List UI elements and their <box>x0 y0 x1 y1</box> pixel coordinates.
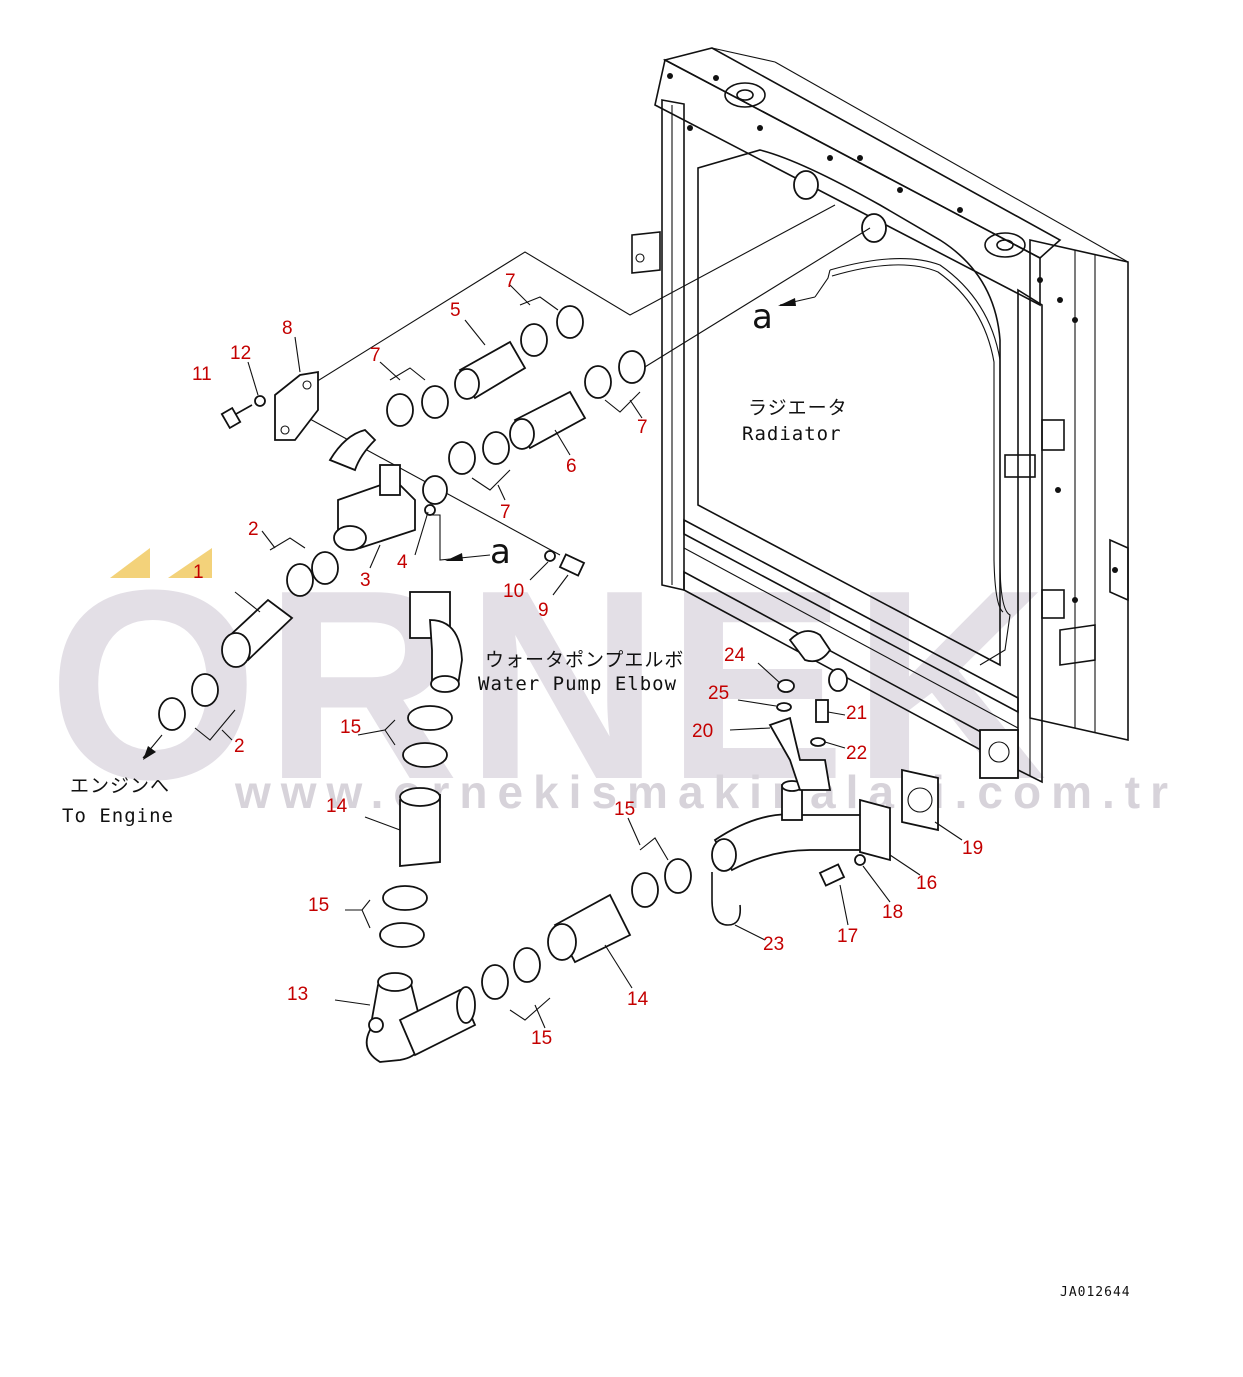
part-label-17: 17 <box>837 926 858 947</box>
part-labels: 1 2 2 3 4 5 6 7 7 7 7 8 9 10 11 12 13 14… <box>192 271 983 1049</box>
upper-hose-assembly <box>158 296 646 741</box>
center-lines <box>142 204 871 760</box>
part-label-4: 4 <box>397 552 408 573</box>
part-label-7-middle: 7 <box>500 502 511 523</box>
part-label-21: 21 <box>846 703 867 724</box>
part-label-5: 5 <box>450 300 461 321</box>
part-label-15-left: 15 <box>308 895 329 916</box>
engine-caption-jp: エンジンへ <box>70 775 170 797</box>
part-label-13: 13 <box>287 984 308 1005</box>
part-label-11: 11 <box>192 364 212 385</box>
part-label-7-top: 7 <box>505 271 516 292</box>
radiator-caption-jp: ラジエータ <box>748 397 848 419</box>
part-label-25: 25 <box>708 683 729 704</box>
view-marker-upper: a <box>752 297 773 337</box>
part-label-1: 1 <box>193 562 204 583</box>
part-label-7-left: 7 <box>370 345 381 366</box>
label-leaders <box>221 284 963 1029</box>
part-label-7-right: 7 <box>637 417 648 438</box>
part-label-9: 9 <box>538 600 549 621</box>
part-label-8: 8 <box>282 318 293 339</box>
view-marker-lower: a <box>490 532 511 572</box>
part-label-2-upper: 2 <box>248 519 259 540</box>
part-label-12: 12 <box>230 343 251 364</box>
radiator-caption-en: Radiator <box>742 423 842 445</box>
radiator-frame <box>631 47 1129 784</box>
part-label-20: 20 <box>692 721 713 742</box>
watermark-accent-right <box>168 548 212 578</box>
part-label-3: 3 <box>360 570 371 591</box>
part-label-19: 19 <box>962 838 983 859</box>
part-label-15-bottom: 15 <box>531 1028 552 1049</box>
part-label-2-lower: 2 <box>234 736 245 757</box>
captions: ラジエータ Radiator ウォータポンプエルボ Water Pump Elb… <box>62 297 1131 1300</box>
drawing-code: JA012644 <box>1060 1285 1131 1300</box>
part-label-15-right: 15 <box>614 799 635 820</box>
part-label-14-upper: 14 <box>326 796 348 817</box>
water-pump-caption-jp: ウォータポンプエルボ <box>485 649 684 671</box>
engine-caption-en: To Engine <box>62 805 174 827</box>
part-label-14-lower: 14 <box>627 989 649 1010</box>
part-label-18: 18 <box>882 902 903 923</box>
watermark-accent-left <box>110 548 150 578</box>
part-label-22: 22 <box>846 743 867 764</box>
part-label-6: 6 <box>566 456 577 477</box>
part-label-16: 16 <box>916 873 937 894</box>
part-label-15-top: 15 <box>340 717 361 738</box>
part-label-10: 10 <box>503 581 524 602</box>
part-label-24: 24 <box>724 645 746 666</box>
water-pump-caption-en: Water Pump Elbow <box>478 673 677 695</box>
watermark-url: www.ornekismakinalari.com.tr <box>234 766 1178 818</box>
lower-hose-assembly <box>361 591 939 1063</box>
part-label-23: 23 <box>763 934 784 955</box>
